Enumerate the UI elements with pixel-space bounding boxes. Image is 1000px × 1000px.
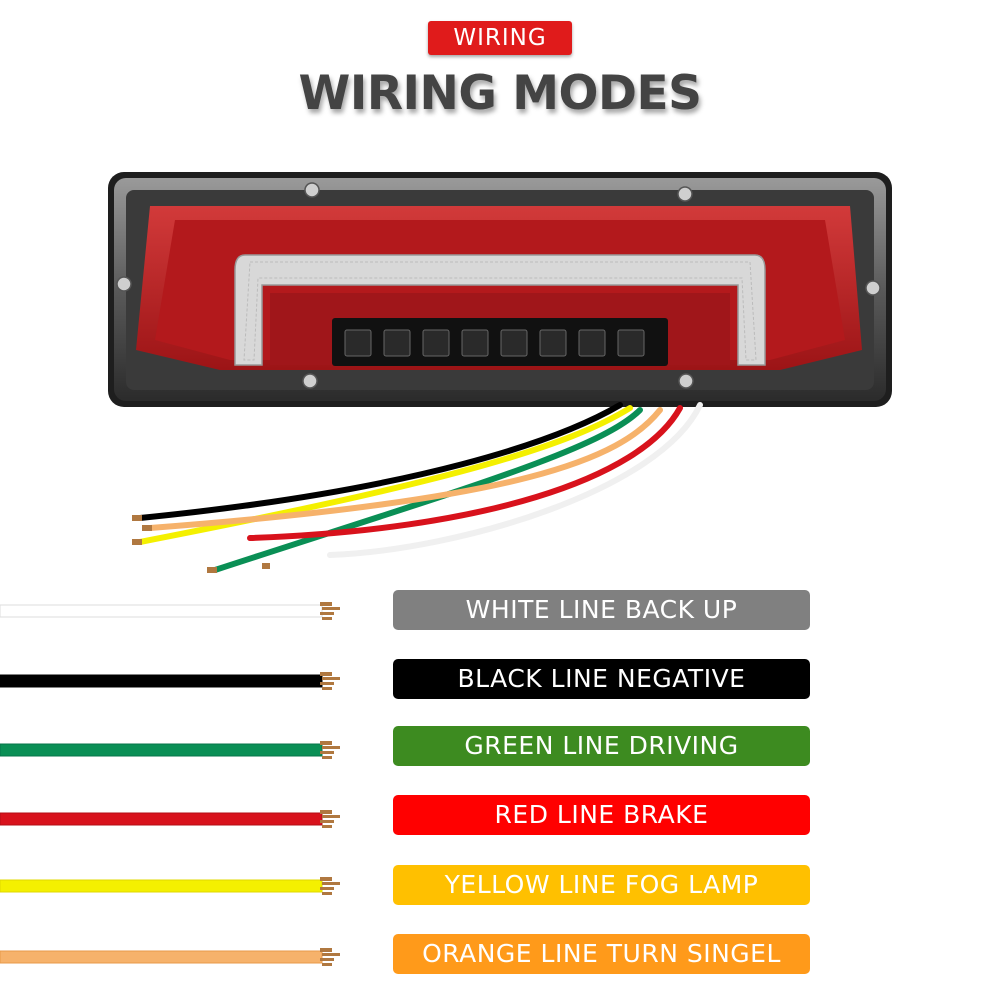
wire-sample-2 (0, 666, 350, 696)
wire-sample-1 (0, 596, 350, 626)
wire-label-2: BLACK LINE NEGATIVE (393, 659, 810, 699)
wire-sample-3 (0, 735, 350, 765)
wire-label-6: ORANGE LINE TURN SINGEL (393, 934, 810, 974)
wire-sample-5 (0, 871, 350, 901)
wire-label-4: RED LINE BRAKE (393, 795, 810, 835)
wire-label-1: WHITE LINE BACK UP (393, 590, 810, 630)
section-badge: WIRING (428, 21, 572, 55)
wire-label-3: GREEN LINE DRIVING (393, 726, 810, 766)
wire-sample-6 (0, 942, 350, 972)
page-title: WIRING MODES (298, 66, 702, 121)
wire-label-5: YELLOW LINE FOG LAMP (393, 865, 810, 905)
tail-lamp-illustration (108, 172, 892, 573)
wire-sample-4 (0, 804, 350, 834)
